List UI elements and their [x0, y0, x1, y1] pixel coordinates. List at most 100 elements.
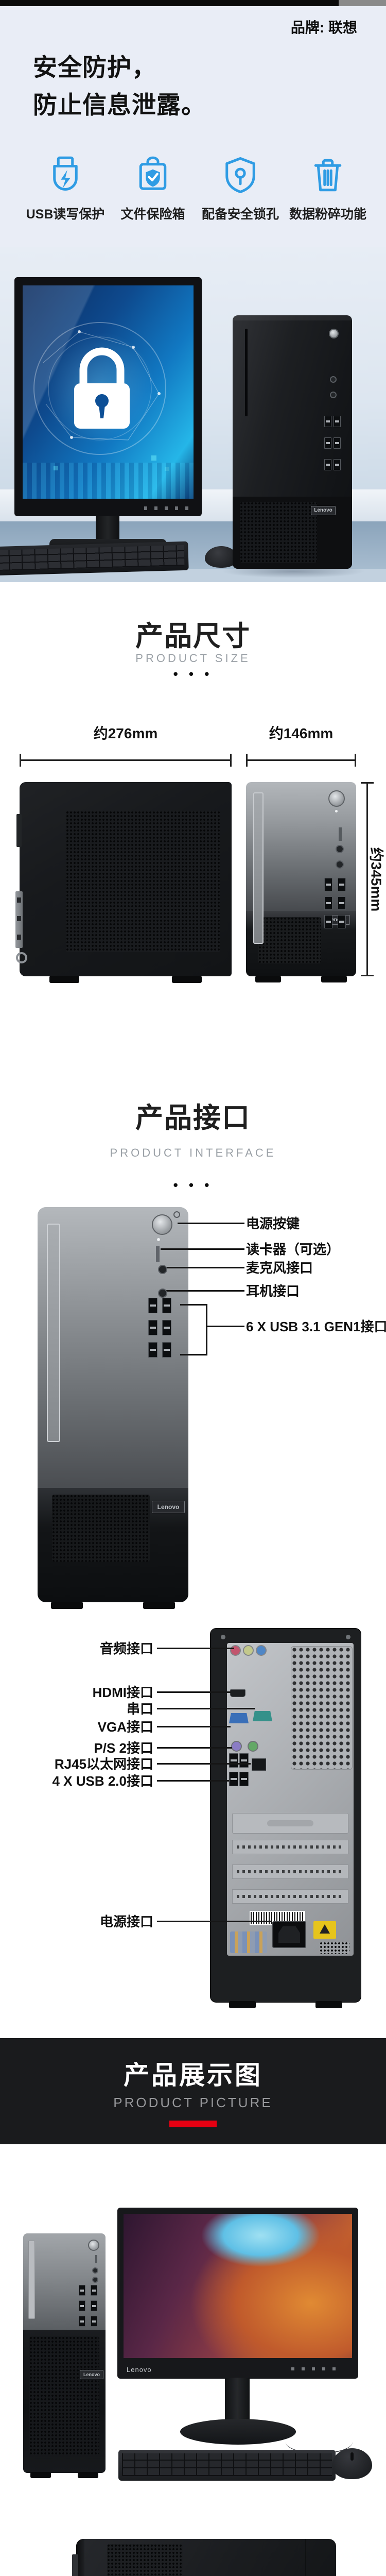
brand-label: 品牌: 联想 [290, 20, 357, 36]
keyboard-keys [0, 545, 185, 571]
interface-section-subtitle: PRODUCT INTERFACE [110, 1146, 276, 1159]
bracket-cutout [17, 935, 21, 940]
leader-line [180, 1304, 207, 1306]
tower-foot [255, 976, 281, 982]
usb-port [324, 416, 331, 427]
keyboard-keys [122, 2453, 332, 2476]
warning-sticker [313, 1921, 336, 1939]
rear-port-label: RJ45以太网接口 [54, 1756, 153, 1772]
hero-section: 品牌: 联想 安全防护， 防止信息泄露。 USB读写保护 [0, 6, 386, 582]
usb-port [324, 437, 331, 449]
rear-port-label: 电源接口 [99, 1914, 153, 1929]
side-bracket [15, 891, 23, 948]
gallery: Lenovo Lenovo [0, 2144, 386, 2576]
feature-label: 配备安全锁孔 [201, 207, 279, 222]
front-port-label: 电源按键 [246, 1216, 300, 1231]
monitor-illustration [14, 277, 202, 516]
audio-jack-blue [256, 1645, 267, 1656]
usb-port [148, 1342, 157, 1358]
bracket-cutout [17, 916, 21, 921]
headphone-jack [158, 1289, 167, 1298]
lenovo-badge: Lenovo [80, 2370, 103, 2379]
hero-heading-line-2: 防止信息泄露。 [33, 91, 206, 118]
front-grille: Lenovo [233, 497, 352, 569]
usb-port [324, 459, 331, 470]
side-grille-pattern [66, 811, 220, 952]
usb-port [334, 416, 341, 427]
dimension-label-height: 约345mm [368, 847, 384, 911]
banner-subtitle: PRODUCT PICTURE [113, 2095, 273, 2110]
psu-mesh [320, 1942, 349, 1954]
gallery-photo-desktop-set: Lenovo Lenovo [0, 2144, 386, 2495]
front-port-label: 麦克风接口 [246, 1260, 313, 1276]
monitor-screen-canyon [124, 2214, 352, 2358]
usb-port [334, 459, 341, 470]
set-monitor-neck [225, 2378, 250, 2423]
tower-top-edge [233, 315, 352, 320]
rj45-port [252, 1758, 266, 1771]
side-tab [16, 814, 22, 847]
leader-line [178, 1223, 244, 1224]
usb-port [79, 2300, 85, 2311]
blank-slot-cover [232, 1813, 348, 1834]
grille-pattern [258, 917, 321, 963]
leader-line [157, 1708, 255, 1709]
usb-port [162, 1320, 171, 1335]
padlock-ring [16, 952, 27, 963]
panel-seam [305, 2539, 306, 2576]
leader-line [157, 1648, 234, 1649]
feature-label: USB读写保护 [26, 207, 105, 222]
dimension-label-width-front: 约146mm [269, 725, 334, 741]
leader-line [157, 1921, 272, 1922]
usb-port [338, 896, 346, 910]
usb-port [91, 2285, 97, 2296]
inlet-socket [278, 1926, 300, 1943]
optical-drive-slot [47, 1224, 60, 1442]
cover-vents [237, 1870, 344, 1873]
tower-foot [78, 2472, 98, 2478]
slot-cover [232, 1840, 348, 1854]
case-screw [221, 1635, 225, 1639]
top-bar [0, 0, 386, 6]
vga-port [229, 1713, 249, 1723]
size-section-dots: • • • [173, 666, 213, 682]
size-section-subtitle: PRODUCT SIZE [135, 652, 251, 665]
leader-line [164, 1290, 244, 1292]
red-accent-bar [169, 2121, 217, 2127]
dimension-line-width-front [246, 754, 356, 767]
headphone-jack [92, 2277, 98, 2283]
grille-pattern [240, 502, 317, 563]
dimension-label-width-side: 约276mm [93, 725, 158, 741]
power-button [88, 2240, 99, 2251]
front-edge-strip [76, 2539, 84, 2576]
rear-port-label: 串口 [126, 1701, 153, 1717]
usb-write-protect-icon [53, 156, 78, 191]
power-button [152, 1214, 172, 1235]
usb-port [338, 878, 346, 891]
picture-banner: 产品展示图 PRODUCT PICTURE [0, 2038, 386, 2144]
dimension-line-width-side [20, 754, 232, 767]
security-lock-slot-icon [225, 157, 255, 193]
feature-item-data-shred: 数据粉碎功能 [284, 155, 372, 223]
grille-pattern [29, 2336, 99, 2455]
usb-port [338, 915, 346, 928]
monitor-control-dots [144, 506, 188, 510]
rear-view-tower [210, 1628, 361, 2008]
cover-handle [267, 1820, 313, 1826]
tower-foot [315, 2001, 342, 2008]
front-view-tower-small: Lenovo [246, 782, 356, 982]
power-button [329, 329, 339, 338]
front-view-tower-large: Lenovo [38, 1207, 188, 1609]
tower-foot [143, 1602, 175, 1609]
usb-port [79, 2316, 85, 2327]
headphone-jack [336, 860, 344, 869]
leader-line [157, 1780, 229, 1782]
dimension-label-height-wrap: 约345mm [367, 782, 386, 976]
card-reader-slot [156, 1246, 160, 1262]
leader-line [157, 1747, 232, 1749]
usb-port [91, 2316, 97, 2327]
ps2-port-green [248, 1741, 258, 1752]
power-inlet [272, 1921, 306, 1948]
set-keyboard [118, 2450, 336, 2481]
leader-line [164, 1267, 244, 1268]
